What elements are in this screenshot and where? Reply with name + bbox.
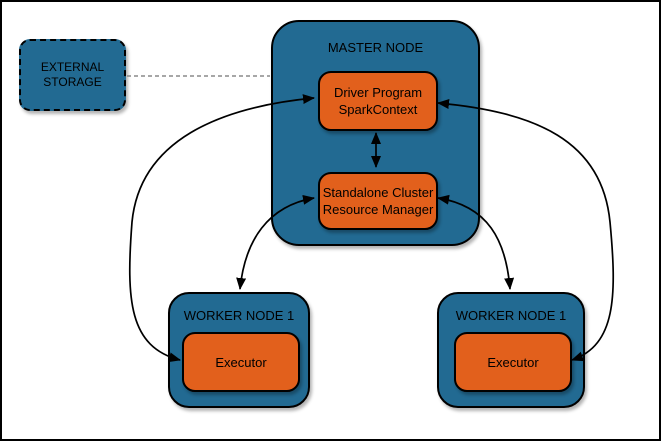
executor-right-label: Executor	[487, 354, 539, 370]
resource-manager-box: Standalone Cluster Resource Manager	[318, 172, 438, 230]
external-storage-label-line2: STORAGE	[43, 75, 102, 89]
external-storage-node: EXTERNAL STORAGE	[19, 39, 126, 111]
resource-manager-label-line2: Resource Manager	[322, 202, 434, 217]
worker-node-right: WORKER NODE 1 Executor	[437, 292, 585, 408]
executor-right-box: Executor	[454, 332, 572, 392]
worker-node-right-title: WORKER NODE 1	[455, 308, 567, 323]
driver-program-label-line1: Driver Program	[333, 85, 423, 100]
worker-node-left: WORKER NODE 1 Executor	[168, 292, 310, 408]
driver-program-box: Driver Program SparkContext	[318, 71, 438, 131]
executor-left-label: Executor	[215, 354, 267, 370]
driver-program-label-line2: SparkContext	[338, 102, 418, 117]
worker-node-left-title: WORKER NODE 1	[183, 308, 295, 323]
external-storage-label-line1: EXTERNAL	[40, 60, 105, 74]
master-node: MASTER NODE Driver Program SparkContext …	[271, 20, 480, 246]
resource-manager-label-line1: Standalone Cluster	[322, 185, 434, 200]
master-node-title: MASTER NODE	[327, 40, 424, 55]
executor-left-box: Executor	[182, 332, 300, 392]
